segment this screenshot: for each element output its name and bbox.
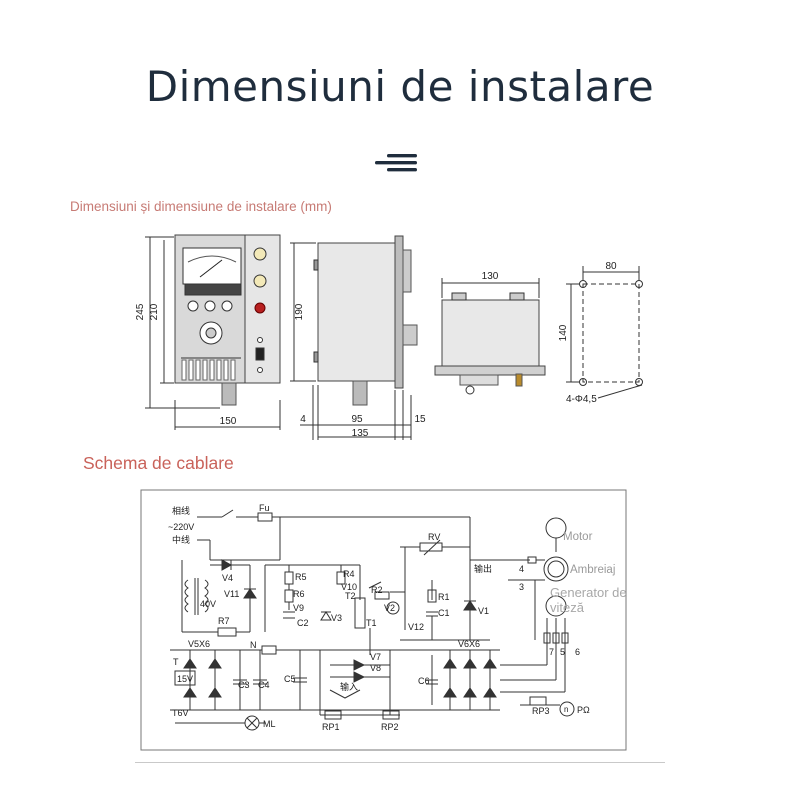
dim-holes: 4-Φ4,5 [566, 394, 597, 405]
wiring-caption: Schema de cablare [83, 453, 234, 473]
dim-150: 150 [220, 416, 237, 427]
dim-190: 190 [294, 303, 305, 320]
svg-text:3: 3 [519, 582, 524, 592]
top-body [441, 299, 540, 369]
svg-text:V7: V7 [370, 652, 381, 662]
svg-text:RP3: RP3 [532, 706, 550, 716]
dim-130: 130 [482, 271, 499, 282]
svg-text:V8: V8 [370, 663, 381, 673]
mounting-pattern [582, 283, 640, 383]
menu-lines-icon [375, 154, 417, 172]
svg-text:15V: 15V [177, 674, 193, 684]
clutch-label: Ambreiaj [570, 564, 615, 576]
svg-text:T1: T1 [366, 618, 377, 628]
svg-text:C5: C5 [284, 674, 296, 684]
svg-text:输入: 输入 [340, 681, 358, 692]
knob [199, 321, 223, 345]
dim-135: 135 [352, 428, 369, 439]
svg-text:C4: C4 [258, 680, 270, 690]
generator-label: Generator de viteză [550, 585, 627, 615]
svg-text:Fu: Fu [259, 503, 270, 513]
svg-text:输出: 输出 [474, 563, 492, 574]
svg-text:V4: V4 [222, 573, 233, 583]
svg-text:T2: T2 [345, 591, 356, 601]
svg-text:中线: 中线 [172, 534, 190, 545]
svg-text:V1: V1 [478, 606, 489, 616]
svg-text:4: 4 [519, 564, 524, 574]
dim-15: 15 [414, 414, 426, 425]
svg-text:R6: R6 [293, 589, 305, 599]
svg-text:V9: V9 [293, 603, 304, 613]
svg-text:R5: R5 [295, 572, 307, 582]
svg-text:40V: 40V [200, 599, 216, 609]
page-title: Dimensiuni de instalare [145, 62, 655, 111]
svg-text:C2: C2 [297, 618, 309, 628]
dim-4: 4 [300, 414, 306, 425]
svg-text:6: 6 [575, 647, 580, 657]
svg-text:V6X6: V6X6 [458, 639, 480, 649]
dim-140: 140 [558, 324, 569, 341]
svg-text:V11: V11 [224, 589, 239, 599]
divider [135, 762, 665, 763]
svg-text:RP1: RP1 [322, 722, 340, 732]
svg-text:R1: R1 [438, 592, 450, 602]
svg-text:T6V: T6V [172, 708, 189, 718]
dim-245: 245 [135, 303, 146, 320]
dim-95: 95 [351, 414, 363, 425]
svg-text:R2: R2 [371, 585, 383, 595]
svg-text:R4: R4 [343, 569, 355, 579]
svg-text:PΩ: PΩ [577, 705, 590, 715]
svg-text:V5X6: V5X6 [188, 639, 210, 649]
svg-text:V10: V10 [341, 582, 357, 592]
svg-text:n: n [564, 705, 568, 714]
svg-text:V12: V12 [408, 622, 424, 632]
svg-text:相线: 相线 [172, 505, 190, 516]
svg-text:C6: C6 [418, 676, 430, 686]
side-body [317, 242, 396, 382]
svg-text:C3: C3 [238, 680, 250, 690]
svg-text:5: 5 [560, 647, 565, 657]
svg-text:7: 7 [549, 647, 554, 657]
svg-text:RV: RV [428, 532, 440, 542]
meter-window [182, 247, 242, 285]
svg-text:~220V: ~220V [168, 522, 194, 532]
svg-text:V2: V2 [384, 603, 395, 613]
front-panel [174, 234, 281, 384]
dim-210: 210 [149, 303, 160, 320]
motor-label: Motor [563, 531, 593, 543]
svg-text:V3: V3 [331, 613, 342, 623]
svg-text:T: T [173, 657, 179, 667]
svg-text:RP2: RP2 [381, 722, 399, 732]
dim-80: 80 [605, 261, 617, 272]
svg-text:C1: C1 [438, 608, 450, 618]
svg-text:ML: ML [263, 719, 276, 729]
dimensions-caption: Dimensiuni și dimensiune de instalare (m… [70, 199, 332, 214]
svg-text:N: N [250, 640, 257, 650]
svg-text:R7: R7 [218, 616, 230, 626]
